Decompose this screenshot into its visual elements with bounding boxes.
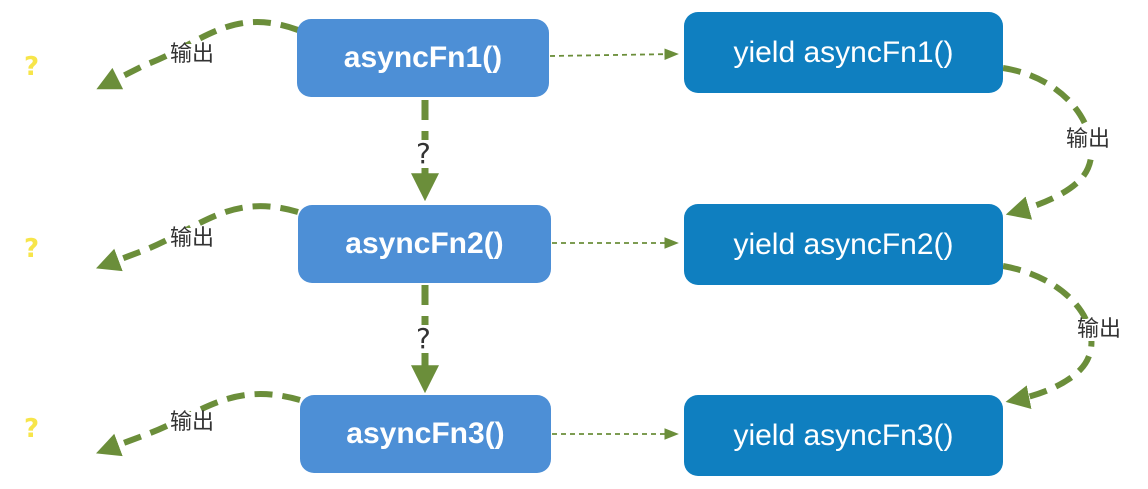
yield-node-1: yield asyncFn1()	[684, 12, 1003, 93]
step-question-mark-1: ?	[414, 137, 433, 170]
output-label-left-2: 输出	[170, 226, 215, 251]
step-question-mark-2: ?	[414, 322, 433, 355]
output-label-right-2: 输出	[1077, 317, 1122, 342]
yield-node-2: yield asyncFn2()	[684, 204, 1003, 285]
result-question-mark-1: ?	[24, 52, 40, 82]
yield-output-arrow-2	[1002, 263, 1095, 409]
result-question-mark-2: ?	[24, 234, 40, 264]
yield-node-3: yield asyncFn3()	[684, 395, 1003, 476]
output-label-left-1: 输出	[170, 42, 215, 67]
async-node-2: asyncFn2()	[298, 205, 551, 283]
async-node-1: asyncFn1()	[297, 19, 549, 97]
output-label-left-3: 输出	[170, 410, 215, 435]
output-arrow-1	[96, 19, 300, 90]
yield-output-arrow-1	[1002, 65, 1095, 220]
output-label-right-1: 输出	[1066, 127, 1111, 152]
link-arrow-1	[549, 48, 679, 60]
result-question-mark-3: ?	[24, 414, 40, 444]
async-node-3: asyncFn3()	[300, 395, 551, 473]
output-arrow-3	[96, 391, 301, 457]
output-arrow-2	[96, 203, 299, 272]
